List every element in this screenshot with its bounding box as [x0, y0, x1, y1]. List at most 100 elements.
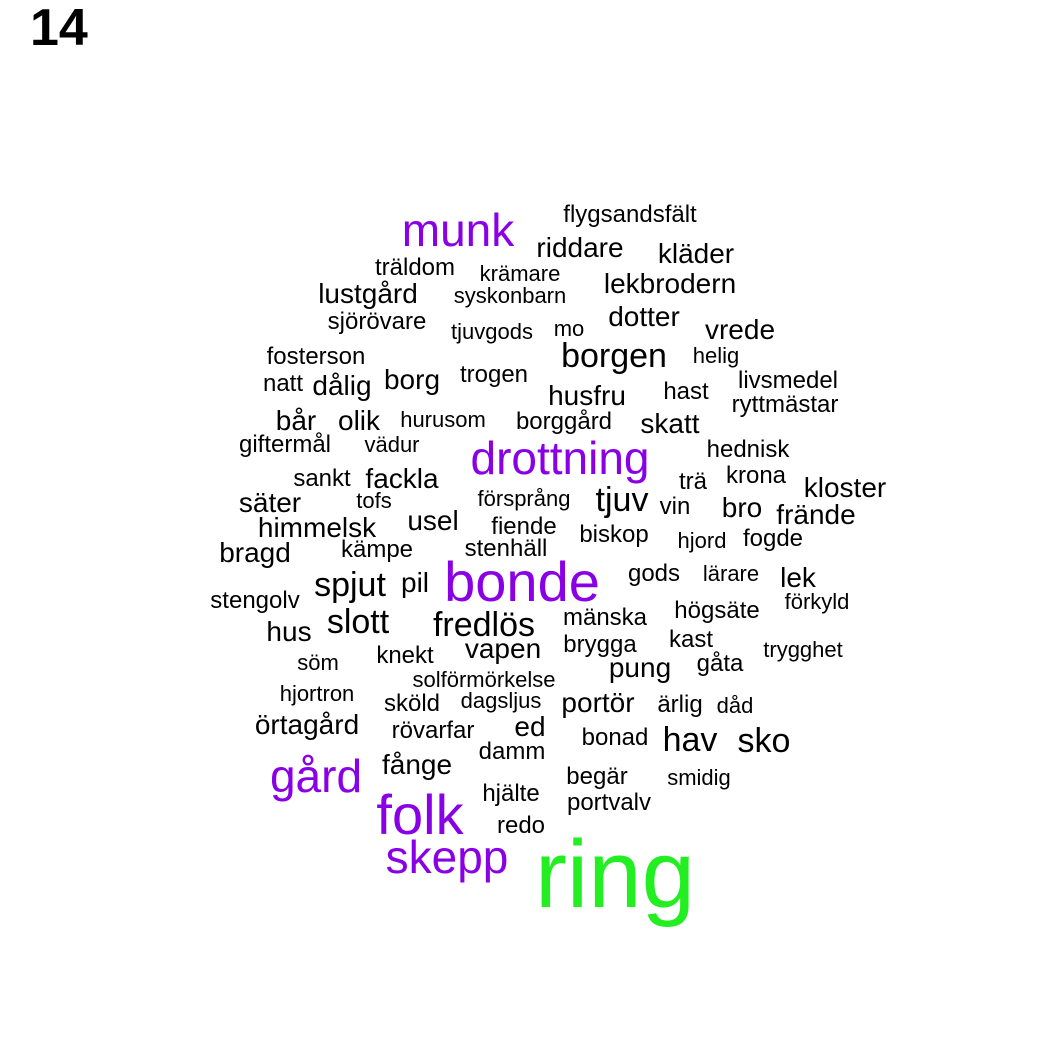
word-12: dotter [608, 301, 680, 332]
word-4: träldom [374, 254, 456, 281]
word-88: sko [737, 722, 791, 760]
word-79: dagsljus [460, 688, 542, 713]
word-3: kläder [657, 238, 735, 269]
word-87: hav [662, 721, 718, 759]
word-24: ryttmästar [731, 391, 839, 418]
word-67: fredlös [432, 606, 536, 644]
word-19: borg [383, 364, 441, 395]
word-23: livsmedel [737, 367, 839, 394]
word-63: slott [326, 603, 390, 641]
word-27: hurusom [400, 407, 486, 432]
word-26: olik [337, 405, 381, 436]
word-0: flygsandsfält [563, 201, 697, 228]
word-8: syskonbarn [453, 283, 567, 308]
word-74: pung [608, 652, 672, 683]
word-82: dåd [716, 693, 754, 718]
word-54: stenhäll [464, 535, 548, 562]
word-10: tjuvgods [451, 319, 533, 344]
word-52: bragd [219, 537, 291, 568]
word-49: biskop [579, 521, 649, 548]
word-50: hjord [677, 528, 727, 553]
word-71: trygghet [763, 637, 843, 662]
word-2: riddare [536, 232, 624, 263]
word-75: gåta [696, 650, 744, 677]
word-22: hast [663, 378, 709, 405]
word-70: kast [668, 626, 714, 653]
word-73: knekt [376, 642, 434, 669]
word-90: fånge [381, 749, 453, 780]
word-33: hednisk [706, 436, 790, 463]
word-15: borgen [561, 337, 667, 375]
word-32: drottning [470, 432, 650, 484]
word-13: vrede [704, 314, 776, 345]
word-35: fackla [365, 463, 439, 494]
word-85: ed [514, 711, 546, 742]
word-30: giftermål [238, 431, 332, 458]
word-64: mänska [562, 604, 648, 631]
word-43: vin [659, 493, 691, 520]
panel-number: 14 [30, 0, 88, 57]
word-99: ring [534, 821, 696, 928]
word-18: dålig [312, 370, 372, 401]
word-59: spjut [314, 566, 386, 604]
word-11: mo [553, 316, 585, 341]
word-42: tjuv [595, 481, 649, 519]
word-17: natt [262, 370, 304, 397]
word-53: kämpe [340, 536, 414, 563]
word-95: folk [376, 783, 464, 846]
word-77: hjortron [279, 681, 355, 706]
word-76: solförmörkelse [412, 667, 556, 692]
word-16: helig [692, 343, 740, 368]
word-51: fogde [742, 525, 804, 552]
word-55: bonde [444, 550, 600, 613]
word-20: trogen [459, 361, 529, 388]
word-80: portör [561, 687, 635, 718]
word-31: vädur [364, 432, 420, 457]
word-96: portvalv [566, 789, 652, 816]
word-29: skatt [640, 408, 700, 439]
word-84: rövarfar [391, 717, 475, 744]
word-34: sankt [293, 465, 351, 492]
word-37: krona [725, 462, 787, 489]
word-38: kloster [803, 472, 887, 503]
word-68: vapen [464, 633, 542, 664]
word-97: redo [496, 812, 546, 839]
word-78: sköld [383, 690, 441, 717]
word-6: lekbrodern [603, 268, 737, 299]
word-39: säter [238, 487, 302, 518]
word-40: tofs [356, 488, 392, 513]
word-46: himmelsk [257, 512, 377, 543]
word-21: husfru [548, 380, 626, 411]
word-93: smidig [667, 765, 731, 790]
word-36: trä [678, 468, 708, 495]
word-83: örtagård [254, 709, 360, 740]
word-94: hjälte [482, 780, 540, 807]
word-81: ärlig [657, 691, 703, 718]
word-5: krämare [479, 261, 561, 286]
word-61: stengolv [210, 587, 300, 614]
word-41: försprång [477, 486, 571, 511]
word-14: fosterson [266, 343, 366, 370]
word-65: högsäte [674, 597, 760, 624]
word-57: lärare [702, 561, 760, 586]
word-47: usel [407, 505, 459, 536]
word-72: söm [297, 650, 339, 675]
word-44: bro [721, 492, 763, 523]
word-60: pil [400, 567, 430, 598]
word-58: lek [780, 562, 816, 593]
word-7: lustgård [318, 278, 418, 309]
word-69: brygga [563, 631, 637, 658]
word-45: frände [776, 499, 856, 530]
word-66: hus [266, 616, 312, 647]
word-91: gård [269, 750, 363, 802]
word-86: bonad [581, 724, 649, 751]
word-9: sjörövare [327, 308, 427, 335]
word-48: fiende [491, 513, 557, 540]
word-62: förkyld [784, 589, 850, 614]
word-89: damm [478, 738, 546, 765]
word-28: borggård [515, 408, 613, 435]
word-98: skepp [385, 831, 509, 883]
word-1: munk [401, 204, 515, 256]
word-56: gods [627, 560, 681, 587]
